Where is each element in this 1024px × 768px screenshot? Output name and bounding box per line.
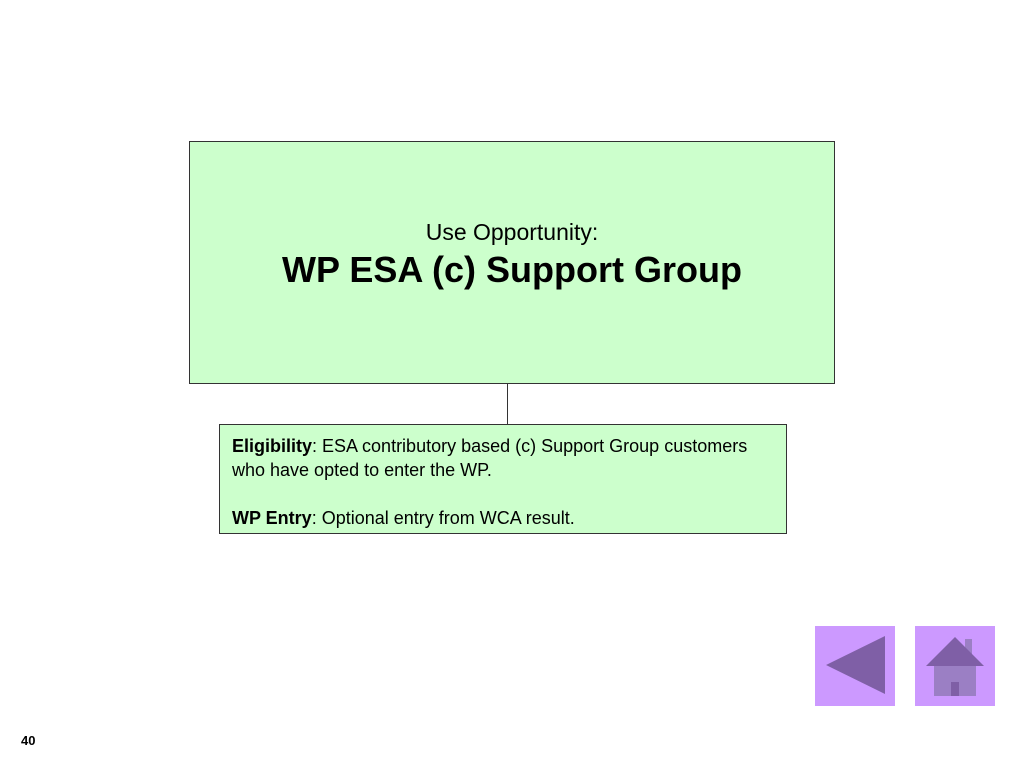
- eligibility-label: Eligibility: [232, 436, 313, 456]
- back-button[interactable]: [815, 626, 895, 706]
- eligibility-text: : ESA contributory based (c) Support Gro…: [232, 436, 748, 480]
- page-number: 40: [21, 733, 36, 748]
- entry-text: : Optional entry from WCA result.: [311, 508, 575, 528]
- home-icon: [926, 637, 984, 696]
- home-button[interactable]: [915, 626, 995, 706]
- entry-label: WP Entry: [232, 508, 312, 528]
- eligibility-paragraph: Eligibility: ESA contributory based (c) …: [232, 434, 774, 482]
- connector-line: [507, 383, 508, 424]
- back-arrow-icon: [826, 636, 885, 694]
- main-title: WP ESA (c) Support Group: [282, 248, 742, 290]
- main-box: Use Opportunity: WP ESA (c) Support Grou…: [189, 141, 835, 384]
- main-subtitle: Use Opportunity:: [425, 219, 599, 246]
- entry-paragraph: WP Entry: Optional entry from WCA result…: [232, 506, 774, 530]
- info-box: Eligibility: ESA contributory based (c) …: [219, 424, 787, 534]
